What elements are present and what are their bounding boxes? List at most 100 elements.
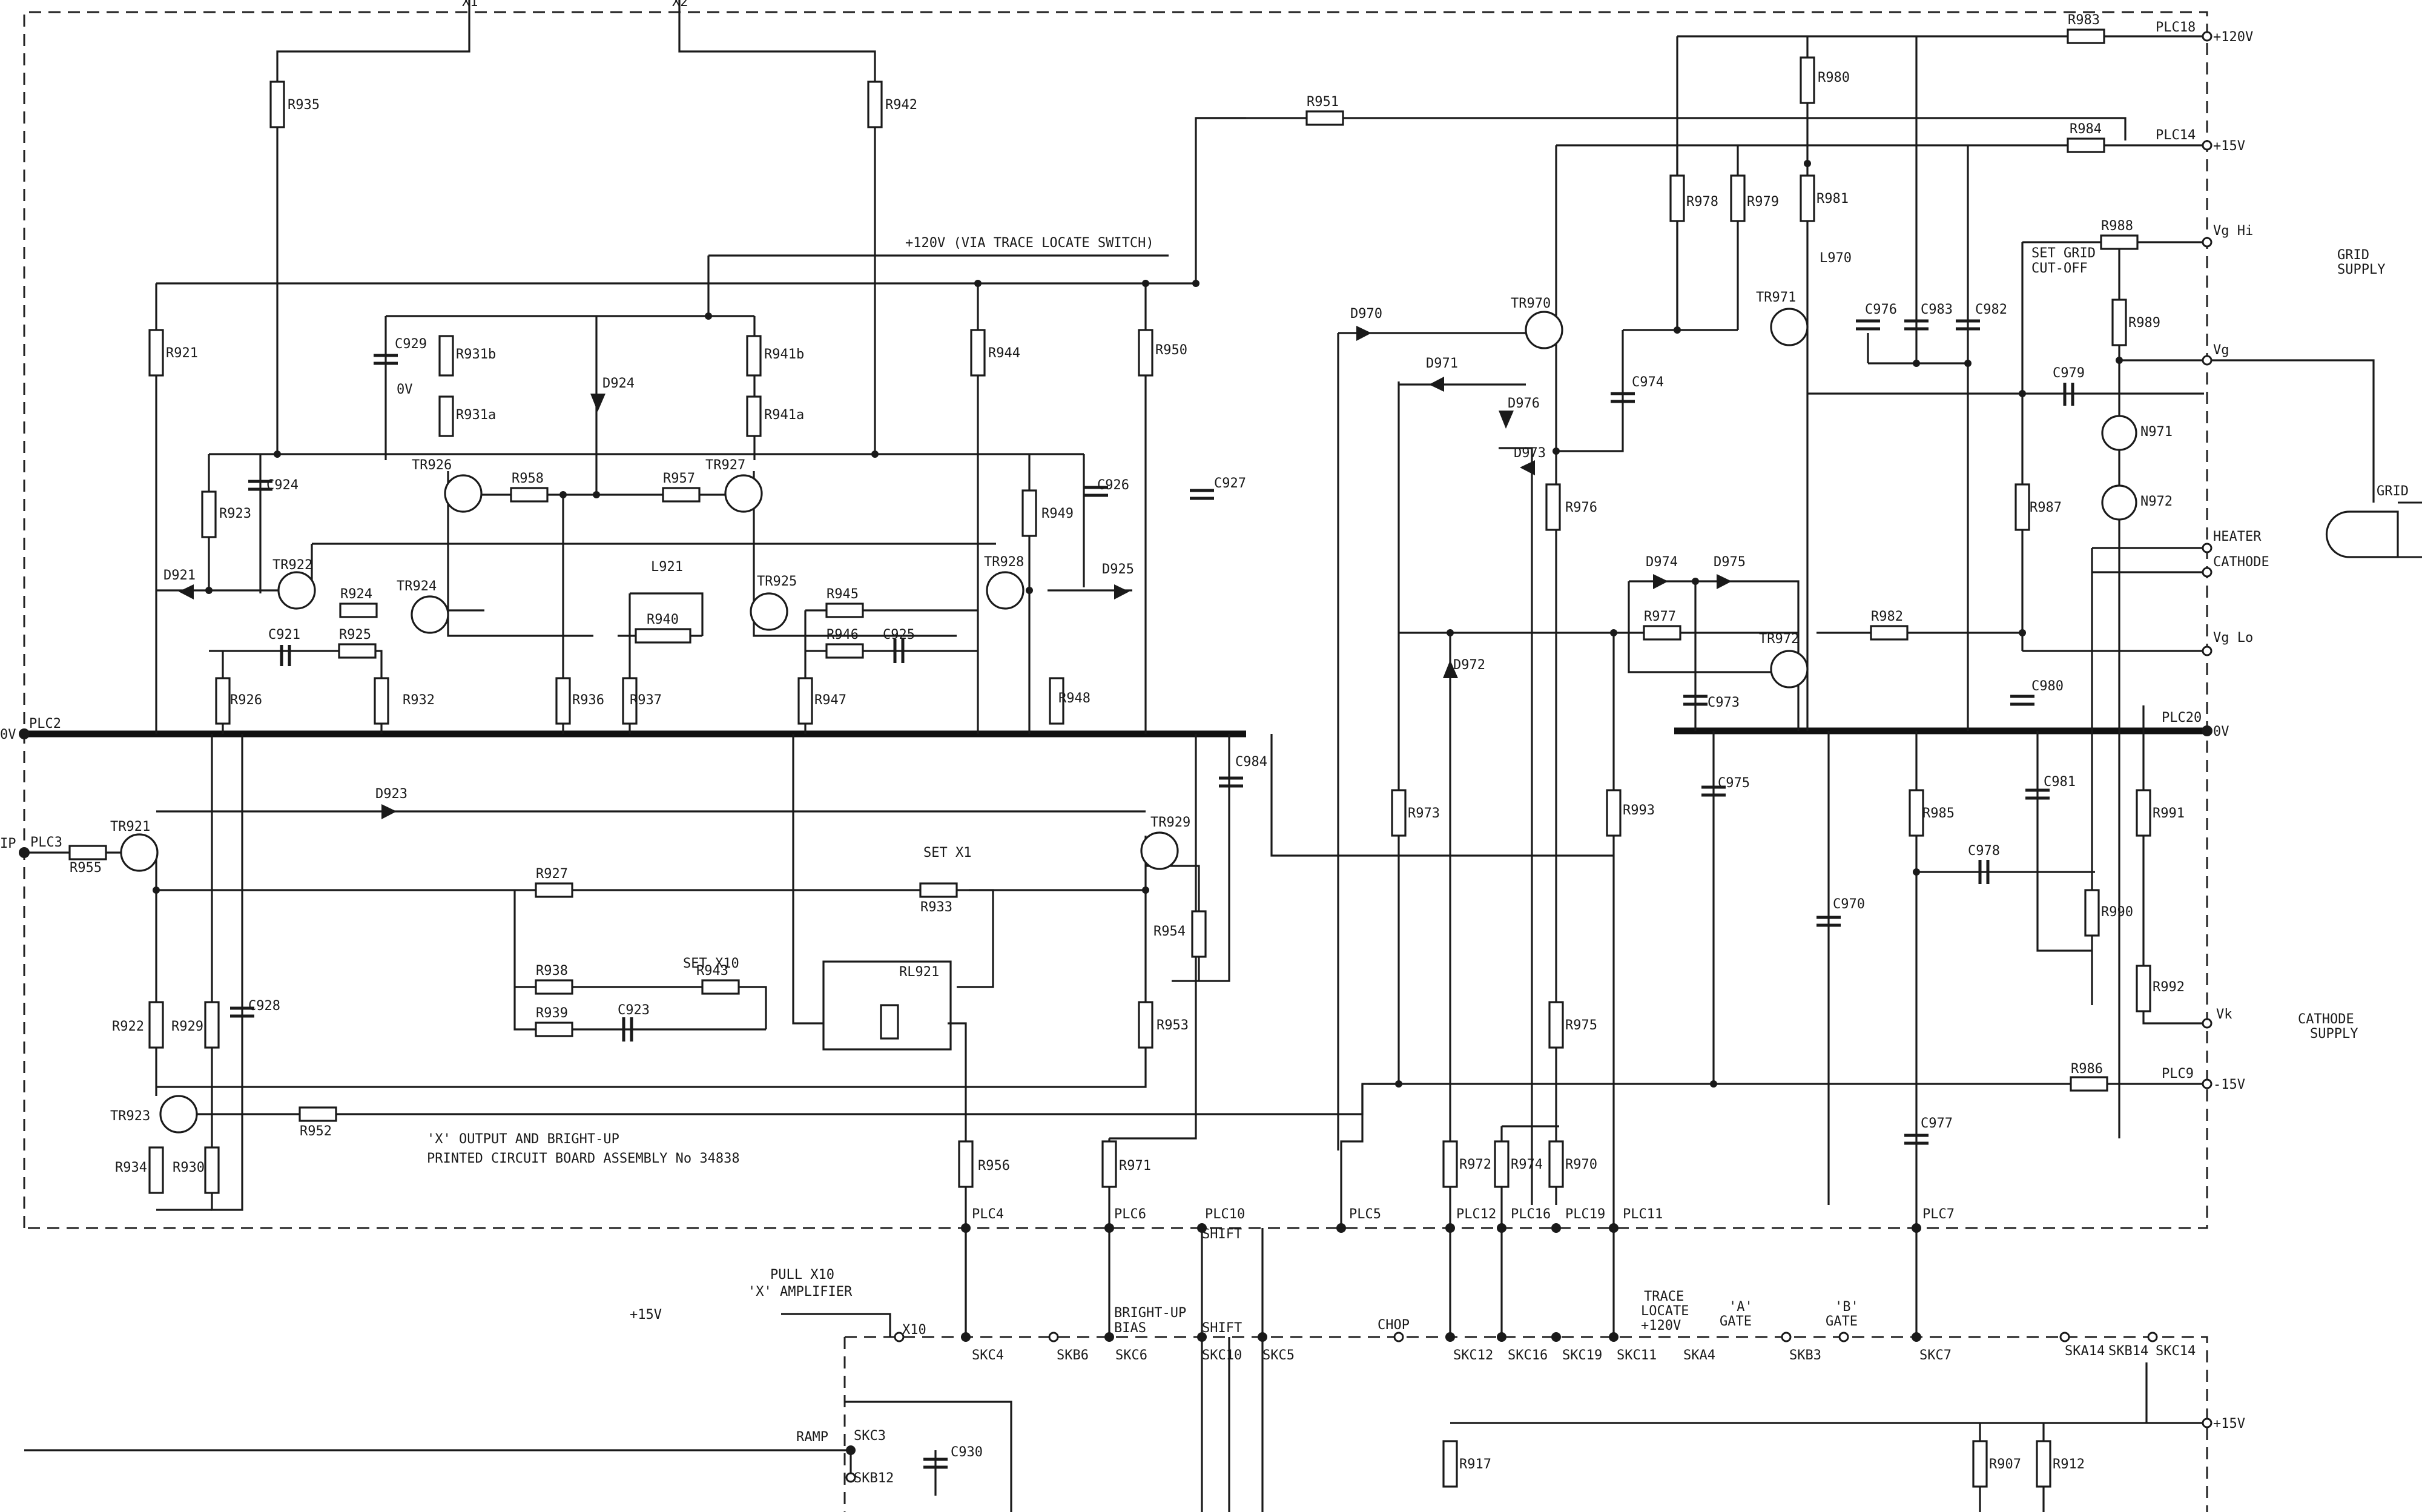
r974-label: R974 [1511,1157,1543,1172]
vg-hi-label: Vg Hi [2213,223,2253,239]
vm15-label: -15V [2213,1077,2245,1092]
c921-label: C921 [268,627,300,642]
skc12-label: SKC12 [1453,1348,1493,1363]
r931b-label: R931b [456,347,496,362]
plc18-label: PLC18 [2156,20,2196,35]
crt-symbol [2325,501,2422,558]
r929-label: R929 [171,1019,203,1034]
r981-label: R981 [1817,191,1849,206]
skb12-label: SKB12 [854,1471,894,1486]
r985-label: R985 [1922,806,1955,821]
top-labels: X1 X2 +120V (VIA TRACE LOCATE SWITCH) [462,0,1154,251]
n972-label: N972 [2140,494,2173,509]
cathode-supply-label-1: CATHODE [2298,1012,2354,1027]
plc11-label: PLC11 [1623,1207,1663,1222]
r980-label: R980 [1818,70,1850,85]
resistor-labels: R935 R942 R951 R983 R984 R980 R921 R923 … [70,13,2185,1472]
c923-label: C923 [618,1003,650,1018]
tr923-label: TR923 [110,1109,150,1124]
capacitor-symbols [230,319,2074,1469]
r951-label: R951 [1307,94,1339,110]
c924-label: C924 [266,478,299,493]
cathode-label: CATHODE [2213,555,2269,570]
plc20-label: PLC20 [2162,710,2202,725]
r939-label: R939 [536,1006,568,1021]
r975-label: R975 [1565,1018,1597,1033]
ramp-label: RAMP [796,1430,828,1445]
c974-label: C974 [1632,375,1664,390]
diode-labels: D924 D921 D925 D923 D970 D971 D976 D973 … [163,306,1746,802]
r927-label: R927 [536,867,568,882]
diode-symbols [179,326,1732,819]
d970-label: D970 [1350,306,1382,322]
grid-supply-label-2: SUPPLY [2337,262,2385,277]
c979-label: C979 [2053,366,2085,381]
signal-labels: SHIFT SHIFT BRIGHT-UP BIAS PULL X10 'X' … [397,223,2409,1445]
d921-label: D921 [163,568,196,583]
c982-label: C982 [1975,302,2007,317]
grid-supply-label-1: GRID [2337,248,2369,263]
plus120v-label: +120V [1641,1318,1681,1333]
r956-label: R956 [978,1158,1010,1174]
r921-label: R921 [166,346,198,361]
tr921-label: TR921 [110,819,150,834]
d976-label: D976 [1508,396,1540,411]
transistor-symbols [120,308,1809,1134]
r912-label: R912 [2053,1457,2085,1472]
tr927-label: TR927 [705,458,745,473]
c984-label: C984 [1235,754,1267,770]
r945-label: R945 [827,587,859,602]
board-caption-line2: PRINTED CIRCUIT BOARD ASSEMBLY No 34838 [427,1151,740,1166]
plc12-label: PLC12 [1456,1207,1496,1222]
skb3-label: SKB3 [1789,1348,1821,1363]
plc-connector-labels: PLC4 PLC6 PLC10 PLC5 PLC12 PLC16 PLC19 P… [972,1207,1955,1222]
r979-label: R979 [1747,194,1779,210]
r970-label: R970 [1565,1157,1597,1172]
c925-label: C925 [883,627,915,642]
d973-label: D973 [1514,446,1546,461]
trace-label: TRACE [1644,1289,1684,1304]
bias-label: BIAS [1114,1321,1146,1336]
plc9-label: PLC9 [2162,1066,2194,1081]
d975-label: D975 [1714,555,1746,570]
ov-left-label: 0V [0,727,16,742]
board-caption-line1: 'X' OUTPUT AND BRIGHT-UP [427,1132,619,1147]
terminals [845,31,2212,1483]
skc19-label: SKC19 [1562,1348,1602,1363]
c930-label: C930 [951,1445,983,1460]
r923-label: R923 [219,506,251,521]
vg-lo-label: Vg Lo [2213,630,2253,645]
tr970-label: TR970 [1511,296,1551,311]
c978-label: C978 [1968,843,2000,859]
skc11-label: SKC11 [1617,1348,1657,1363]
bright-up-label: BRIGHT-UP [1114,1306,1186,1321]
r973-label: R973 [1408,806,1440,821]
tr972-label: TR972 [1759,632,1799,647]
b-gate-label-1: 'B' [1835,1299,1859,1315]
rail-labels: PLC2 0V PLC20 0V PLC18 +120V PLC14 +15V … [0,20,2253,1431]
v15-label: +15V [2213,139,2245,154]
tr929-label: TR929 [1150,815,1190,830]
c928-label: C928 [248,999,280,1014]
r940-label: R940 [647,612,679,627]
plc16-label: PLC16 [1511,1207,1551,1222]
skc10-label: SKC10 [1202,1348,1242,1363]
r943-label: R943 [696,963,728,979]
vk-label: Vk [2216,1007,2232,1022]
skc-v15-label: +15V [2213,1416,2245,1431]
plc2-label: PLC2 [29,716,61,731]
r989-label: R989 [2128,315,2160,331]
tr928-label: TR928 [984,555,1024,570]
r948-label: R948 [1058,691,1091,706]
skc6-label: SKC6 [1115,1348,1147,1363]
cut-off-label: CUT-OFF [2031,261,2088,276]
c927-label: C927 [1214,476,1246,491]
r992-label: R992 [2153,980,2185,995]
x-amplifier-label: 'X' AMPLIFIER [748,1284,853,1299]
c977-label: C977 [1921,1116,1953,1131]
d972-label: D972 [1453,658,1485,673]
skc4-label: SKC4 [972,1348,1004,1363]
r917-label: R917 [1459,1457,1491,1472]
neon-lamps [2101,415,2137,521]
